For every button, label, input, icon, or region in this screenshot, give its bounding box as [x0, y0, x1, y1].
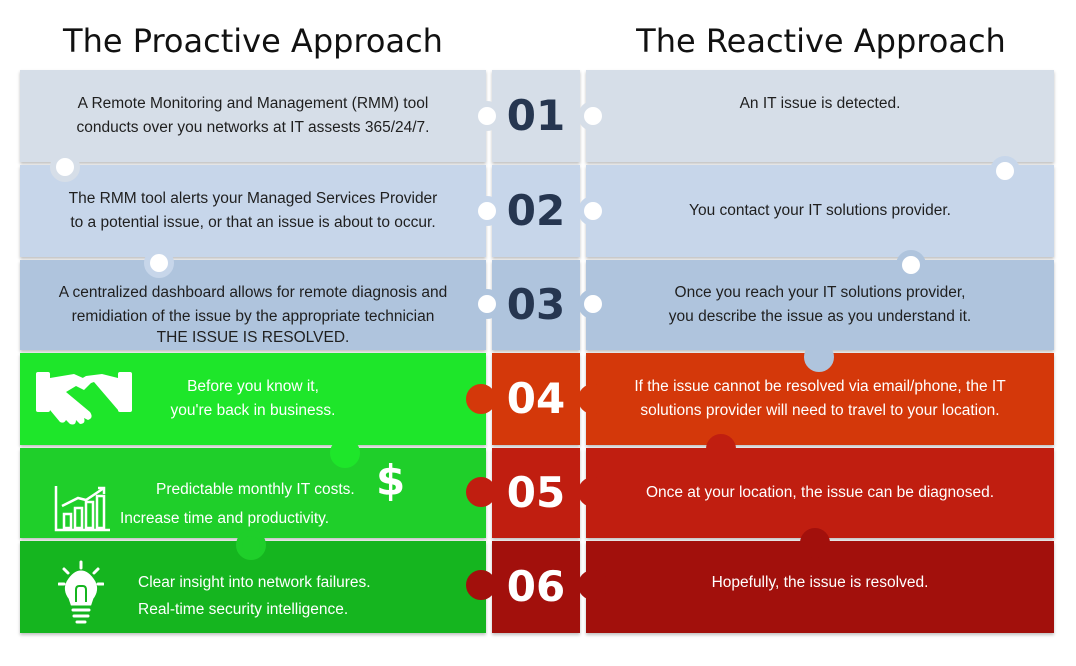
puzzle-knob	[472, 289, 502, 319]
puzzle-knob	[466, 570, 496, 600]
reactive-step-1-line-1: An IT issue is detected.	[739, 95, 901, 112]
step-number-2: 02	[492, 165, 580, 257]
puzzle-knob	[804, 342, 834, 372]
proactive-step-1-line-1: A Remote Monitoring and Management (RMM)…	[77, 95, 429, 112]
puzzle-knob	[578, 289, 608, 319]
proactive-step-2: The RMM tool alerts your Managed Service…	[20, 165, 486, 257]
reactive-step-2-line-1: You contact your IT solutions provider.	[689, 202, 951, 219]
puzzle-knob	[896, 250, 926, 280]
step-number-5: 05	[492, 448, 580, 538]
proactive-step-1-line-2: conducts over you networks at IT assests…	[76, 119, 430, 136]
reactive-step-4: If the issue cannot be resolved via emai…	[586, 353, 1054, 445]
proactive-heading: The Proactive Approach	[63, 22, 443, 60]
bar-chart-growth-icon	[54, 486, 110, 532]
proactive-step-3: A centralized dashboard allows for remot…	[20, 260, 486, 350]
step-number-3-label: 03	[506, 280, 566, 329]
proactive-step-4-line-2: you're back in business.	[170, 402, 336, 419]
reactive-step-3: Once you reach your IT solutions provide…	[586, 260, 1054, 350]
step-number-4-label: 04	[506, 374, 566, 423]
step-number-2-label: 02	[506, 186, 566, 235]
step-number-3: 03	[492, 260, 580, 350]
proactive-step-2-line-2: to a potential issue, or that an issue i…	[70, 214, 436, 231]
proactive-step-3-line-3: THE ISSUE IS RESOLVED.	[156, 329, 350, 346]
proactive-step-4-line-1: Before you know it,	[187, 378, 319, 395]
puzzle-knob	[578, 101, 608, 131]
step-number-1-label: 01	[506, 91, 566, 140]
puzzle-knob	[578, 477, 608, 507]
puzzle-knob	[706, 434, 736, 464]
puzzle-knob	[330, 438, 360, 468]
reactive-step-4-line-1: If the issue cannot be resolved via emai…	[634, 378, 1006, 395]
puzzle-knob	[466, 384, 496, 414]
reactive-step-5-line-1: Once at your location, the issue can be …	[645, 484, 995, 501]
reactive-step-2: You contact your IT solutions provider.	[586, 165, 1054, 257]
proactive-step-4: Before you know it, you're back in busine…	[20, 353, 486, 445]
puzzle-knob	[466, 477, 496, 507]
step-number-5-label: 05	[506, 468, 566, 517]
step-number-6-label: 06	[506, 562, 566, 611]
reactive-step-1: An IT issue is detected.	[586, 70, 1054, 162]
reactive-step-5: Once at your location, the issue can be …	[586, 448, 1054, 538]
puzzle-knob	[236, 530, 266, 560]
reactive-heading: The Reactive Approach	[636, 22, 1006, 60]
reactive-step-4-line-2: solutions provider will need to travel t…	[640, 402, 1000, 419]
puzzle-knob	[578, 570, 608, 600]
puzzle-knob	[472, 101, 502, 131]
puzzle-knob	[990, 156, 1020, 186]
step-number-1: 01	[492, 70, 580, 162]
proactive-step-5-line-1: Predictable monthly IT costs.	[156, 481, 355, 498]
puzzle-knob	[578, 384, 608, 414]
puzzle-knob	[800, 528, 830, 558]
step-number-4: 04	[492, 353, 580, 445]
proactive-step-1: A Remote Monitoring and Management (RMM)…	[20, 70, 486, 162]
proactive-step-5-line-2: Increase time and productivity.	[120, 510, 330, 527]
puzzle-knob	[50, 152, 80, 182]
puzzle-knob	[578, 196, 608, 226]
lightbulb-icon	[58, 560, 104, 624]
puzzle-knob	[472, 196, 502, 226]
dollar-icon: $	[376, 456, 406, 505]
reactive-step-3-line-1: Once you reach your IT solutions provide…	[674, 284, 966, 301]
reactive-step-3-line-2: you describe the issue as you understand…	[668, 308, 972, 325]
proactive-step-2-line-1: The RMM tool alerts your Managed Service…	[68, 190, 438, 207]
reactive-step-6-line-1: Hopefully, the issue is resolved.	[711, 574, 929, 591]
step-number-6: 06	[492, 541, 580, 633]
proactive-step-6-line-1: Clear insight into network failures.	[138, 574, 371, 591]
handshake-icon	[36, 372, 132, 425]
proactive-step-3-line-2: remidiation of the issue by the appropri…	[71, 308, 435, 325]
proactive-step-6-line-2: Real-time security intelligence.	[138, 601, 349, 618]
proactive-step-3-line-1: A centralized dashboard allows for remot…	[58, 284, 448, 301]
puzzle-knob	[144, 248, 174, 278]
